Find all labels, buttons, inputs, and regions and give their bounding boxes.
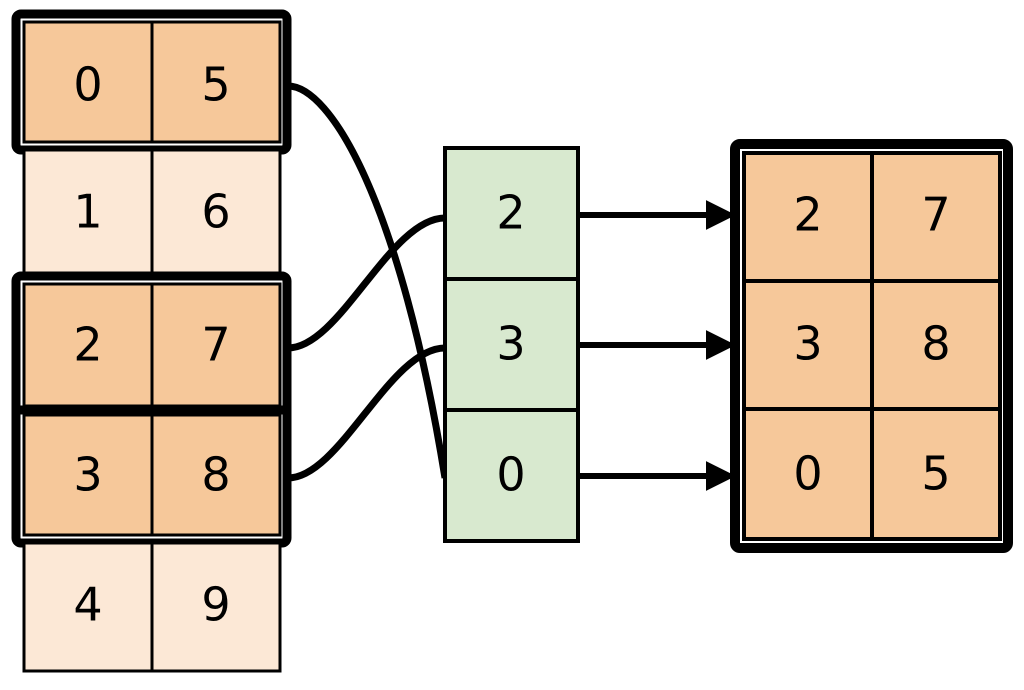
source-cell-2-1[interactable]	[150, 282, 282, 408]
index-cell-1-label: 3	[496, 317, 525, 371]
result-cell-1-0-label: 3	[793, 317, 822, 371]
source-cell-2-0-label: 2	[73, 318, 102, 372]
source-cell-1-0-label: 1	[73, 185, 102, 239]
result-cell-0-1[interactable]	[870, 151, 1002, 283]
source-cell-0-1-label: 5	[201, 58, 230, 112]
result-row-1[interactable]: 3 8	[742, 279, 1002, 411]
source-cell-2-0[interactable]	[22, 282, 154, 408]
arrow-group	[578, 200, 736, 491]
source-cell-3-1-label: 8	[201, 448, 230, 502]
source-cell-0-0-label: 0	[73, 58, 102, 112]
source-cell-1-1[interactable]	[150, 148, 282, 280]
source-row-2[interactable]: 2 7	[22, 282, 282, 408]
result-row-2[interactable]: 0 5	[742, 407, 1002, 541]
source-row-4[interactable]: 4 9	[22, 541, 282, 673]
source-cell-4-1[interactable]	[150, 541, 282, 673]
source-cell-3-0[interactable]	[22, 413, 154, 537]
result-table-highlight-border	[730, 139, 1013, 553]
source-cell-0-0[interactable]	[22, 20, 154, 144]
index-cell-0[interactable]	[443, 146, 580, 281]
connector-row0-to-index2	[287, 82, 449, 479]
index-column: 2 3 0	[443, 146, 580, 543]
source-cell-3-1[interactable]	[150, 413, 282, 537]
source-cell-0-1[interactable]	[150, 20, 282, 144]
source-cell-4-1-label: 9	[201, 578, 230, 632]
source-table: 0 5 1 6 2 7	[11, 9, 292, 673]
result-cell-1-1-label: 8	[921, 317, 950, 371]
source-cell-3-0-label: 3	[73, 448, 102, 502]
source-cell-1-1-label: 6	[201, 185, 230, 239]
index-cell-2-label: 0	[496, 448, 525, 502]
result-table: 2 7 3 8 0 5	[730, 139, 1013, 553]
source-cell-4-0-label: 4	[73, 578, 102, 632]
result-cell-2-0-label: 0	[793, 447, 822, 501]
result-cell-0-1-label: 7	[921, 188, 950, 242]
connector-row3-to-index1	[287, 344, 446, 482]
connector-group	[287, 82, 449, 482]
result-row-0[interactable]: 2 7	[742, 151, 1002, 283]
source-cell-2-1-label: 7	[201, 318, 230, 372]
source-row-1[interactable]: 1 6	[22, 148, 282, 280]
source-row-0[interactable]: 0 5	[11, 9, 292, 155]
result-cell-0-0-label: 2	[793, 188, 822, 242]
result-cell-2-1-label: 5	[921, 447, 950, 501]
result-cell-0-0[interactable]	[742, 151, 874, 283]
connector-row2-to-index0	[287, 214, 446, 352]
result-cell-2-0[interactable]	[742, 407, 874, 541]
result-cell-2-1[interactable]	[870, 407, 1002, 541]
source-row-3[interactable]: 3 8	[22, 413, 282, 537]
index-cell-0-label: 2	[496, 186, 525, 240]
source-cell-4-0[interactable]	[22, 541, 154, 673]
